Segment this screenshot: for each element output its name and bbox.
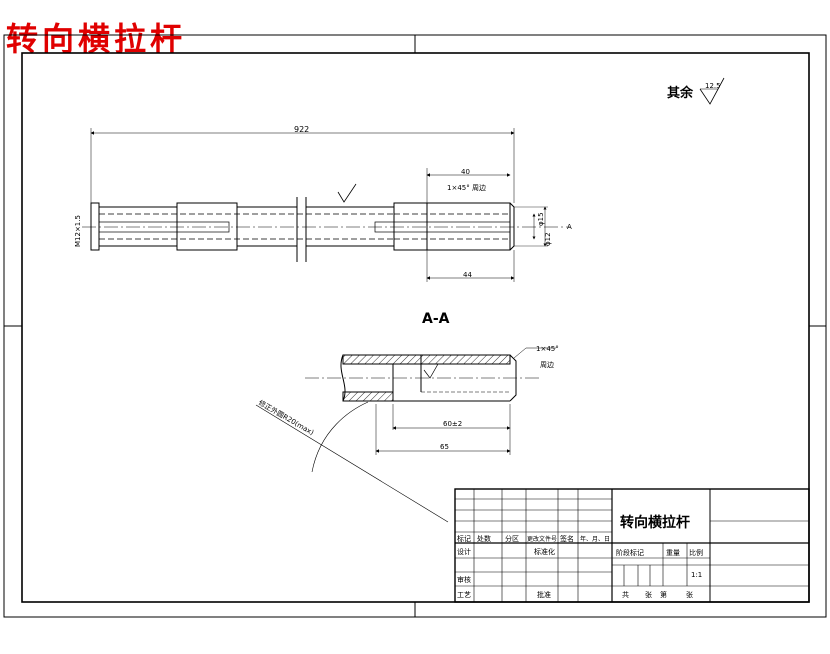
chamfer-note-main: 1×45° 周边 <box>447 183 486 192</box>
dim-60: 60±2 <box>443 420 462 428</box>
sheets-total-label: 共 <box>622 590 629 599</box>
section-view <box>255 347 556 523</box>
roughness-value: 12.5 <box>705 82 721 90</box>
leader-note: 修正外圆R20(max) <box>257 398 316 437</box>
section-chamfer-1: 1×45° <box>536 345 559 353</box>
sheet-no-label: 第 <box>660 590 667 599</box>
design-label: 设计 <box>457 547 471 556</box>
thread-label: M12×1.5 <box>74 215 82 247</box>
roughness-label: 其余 <box>667 85 694 101</box>
scale-value: 1:1 <box>691 571 702 579</box>
approve-label: 批准 <box>537 590 551 599</box>
section-title: A-A <box>422 311 450 327</box>
svg-text:处数: 处数 <box>477 534 491 543</box>
sheet-label: 张 <box>686 590 693 599</box>
title-block-headers: 标记 处数 分区 更改文件号 签名 年、月、日 <box>457 534 610 543</box>
review-label: 审核 <box>457 575 471 584</box>
standardize-label: 标准化 <box>534 547 555 556</box>
dia-right-2: φ12 <box>544 232 552 246</box>
sheets-label: 张 <box>645 590 652 599</box>
dia-right-1: φ15 <box>537 212 545 226</box>
svg-text:年、月、日: 年、月、日 <box>580 535 610 543</box>
section-mark: A <box>567 223 572 231</box>
roughness-note: 其余 12.5 <box>667 77 725 105</box>
weight-label: 重量 <box>666 549 680 557</box>
dim-44: 44 <box>463 271 472 279</box>
dim-overall: 922 <box>294 125 309 134</box>
dim-40: 40 <box>461 168 470 176</box>
dim-65: 65 <box>440 443 449 451</box>
main-view <box>82 128 570 282</box>
svg-text:分区: 分区 <box>505 534 519 543</box>
section-chamfer-2: 周边 <box>540 360 554 369</box>
process-label: 工艺 <box>457 591 471 599</box>
svg-text:签名: 签名 <box>560 534 574 543</box>
scale-label: 比例 <box>689 548 703 557</box>
svg-text:更改文件号: 更改文件号 <box>527 535 557 543</box>
title-block <box>454 488 810 603</box>
sheet-border <box>3 34 827 618</box>
svg-text:标记: 标记 <box>457 534 471 543</box>
drawing-title: 转向横拉杆 <box>6 20 187 58</box>
stage-mark-label: 阶段标记 <box>616 548 644 557</box>
part-name: 转向横拉杆 <box>620 514 690 531</box>
